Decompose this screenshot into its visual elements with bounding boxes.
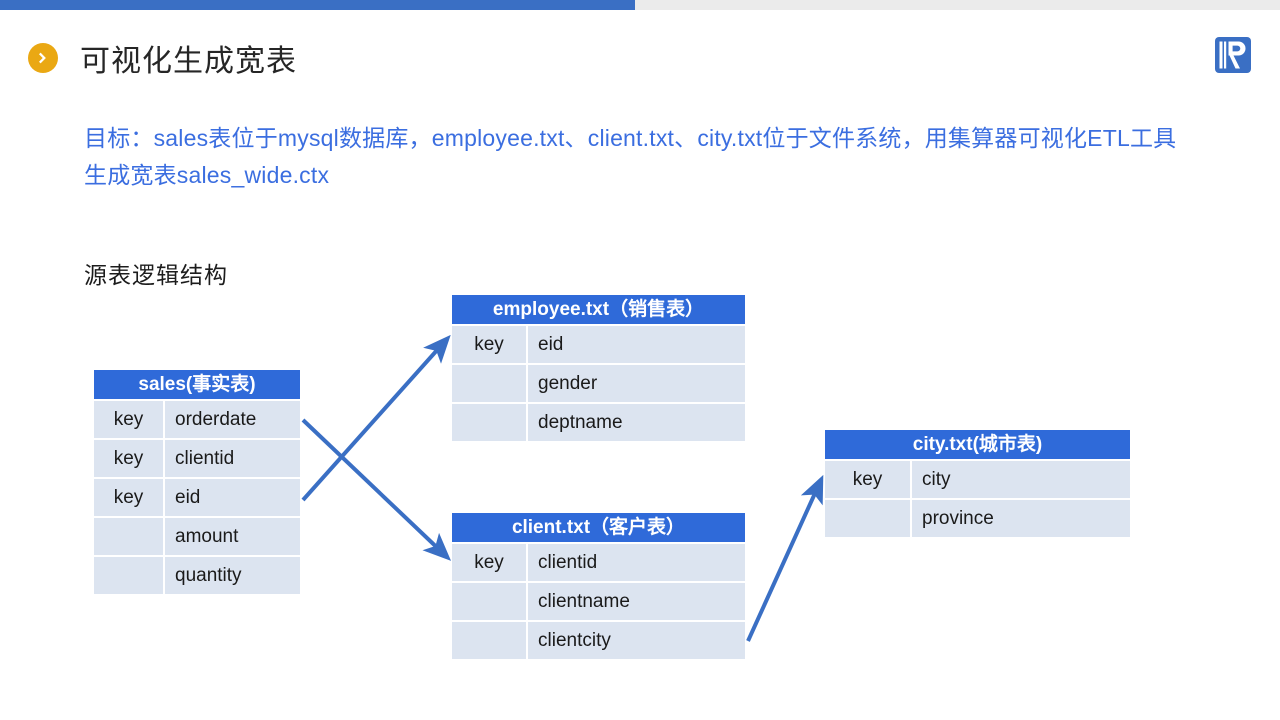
chevron-right-circle-icon bbox=[28, 43, 58, 73]
table-row: key city bbox=[825, 461, 1130, 498]
entity-title-sales: sales(事实表) bbox=[94, 370, 300, 399]
row-field-name: province bbox=[912, 500, 1130, 537]
row-field-name: clientcity bbox=[528, 622, 745, 659]
table-row: key clientid bbox=[94, 440, 300, 477]
row-field-name: city bbox=[912, 461, 1130, 498]
top-bar-accent bbox=[0, 0, 635, 10]
table-row: key eid bbox=[452, 326, 745, 363]
row-field-name: quantity bbox=[165, 557, 300, 594]
top-bar bbox=[0, 0, 1280, 10]
table-row: amount bbox=[94, 518, 300, 555]
table-row: key orderdate bbox=[94, 401, 300, 438]
row-field-name: eid bbox=[165, 479, 300, 516]
goal-paragraph: 目标：sales表位于mysql数据库，employee.txt、client.… bbox=[84, 125, 1177, 189]
entity-title-employee: employee.txt（销售表） bbox=[452, 295, 745, 324]
arrow-client-clientcity-to-city bbox=[746, 474, 824, 642]
row-field-name: amount bbox=[165, 518, 300, 555]
table-row: province bbox=[825, 500, 1130, 537]
row-key-flag: key bbox=[94, 479, 163, 516]
row-key-flag: key bbox=[94, 401, 163, 438]
table-row: deptname bbox=[452, 404, 745, 441]
entity-title-city: city.txt(城市表) bbox=[825, 430, 1130, 459]
section-label: 源表逻辑结构 bbox=[84, 262, 228, 288]
page-title: 可视化生成宽表 bbox=[80, 45, 297, 78]
row-key-flag: key bbox=[825, 461, 910, 498]
row-key-flag bbox=[94, 557, 163, 594]
table-row: key clientid bbox=[452, 544, 745, 581]
row-key-flag: key bbox=[452, 326, 526, 363]
row-field-name: gender bbox=[528, 365, 745, 402]
row-key-flag: key bbox=[94, 440, 163, 477]
row-field-name: clientid bbox=[165, 440, 300, 477]
table-row: quantity bbox=[94, 557, 300, 594]
entity-table-city: city.txt(城市表) key city province bbox=[825, 430, 1130, 537]
table-row: clientname bbox=[452, 583, 745, 620]
slide-title-row: 可视化生成宽表 bbox=[28, 36, 297, 80]
row-field-name: clientid bbox=[528, 544, 745, 581]
row-key-flag bbox=[452, 622, 526, 659]
row-key-flag bbox=[94, 518, 163, 555]
row-key-flag bbox=[452, 583, 526, 620]
arrow-sales-clientid-to-client bbox=[301, 418, 452, 561]
row-field-name: orderdate bbox=[165, 401, 300, 438]
row-field-name: clientname bbox=[528, 583, 745, 620]
arrow-sales-eid-to-employee bbox=[301, 334, 451, 502]
raqsoft-r-logo-icon bbox=[1214, 36, 1252, 74]
row-key-flag bbox=[452, 365, 526, 402]
entity-table-client: client.txt（客户表） key clientid clientname … bbox=[452, 513, 745, 659]
row-key-flag bbox=[825, 500, 910, 537]
row-key-flag bbox=[452, 404, 526, 441]
table-row: clientcity bbox=[452, 622, 745, 659]
table-row: key eid bbox=[94, 479, 300, 516]
row-field-name: deptname bbox=[528, 404, 745, 441]
row-key-flag: key bbox=[452, 544, 526, 581]
entity-table-employee: employee.txt（销售表） key eid gender deptnam… bbox=[452, 295, 745, 441]
entity-table-sales: sales(事实表) key orderdate key clientid ke… bbox=[94, 370, 300, 594]
entity-title-client: client.txt（客户表） bbox=[452, 513, 745, 542]
row-field-name: eid bbox=[528, 326, 745, 363]
table-row: gender bbox=[452, 365, 745, 402]
